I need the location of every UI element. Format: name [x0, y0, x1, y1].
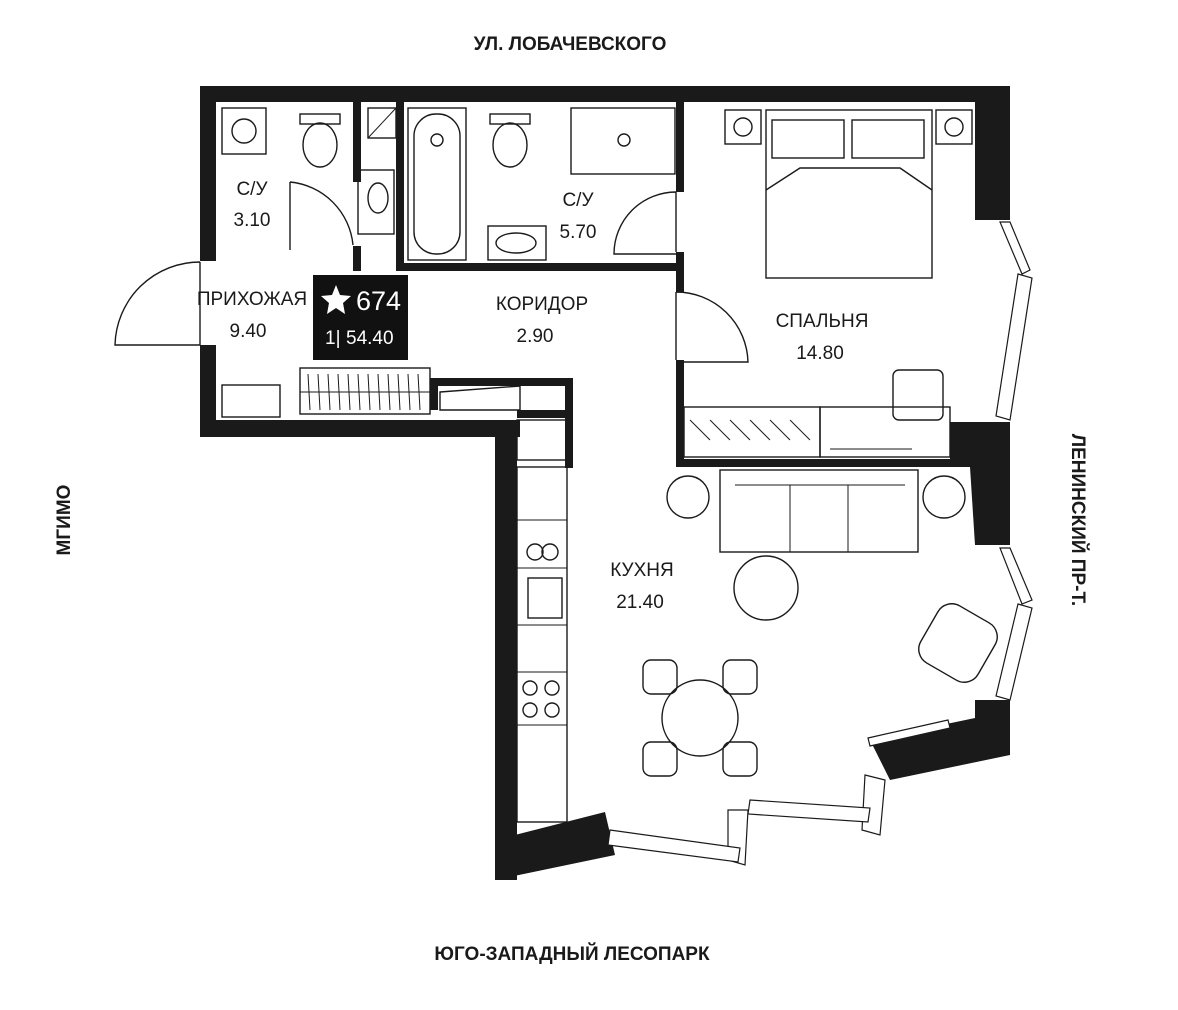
room-kitchen: КУХНЯ 21.40 — [610, 560, 673, 613]
doors — [114, 181, 749, 363]
badge-apartment-number: 674 — [356, 286, 401, 316]
room-bedroom: СПАЛЬНЯ 14.80 — [776, 311, 869, 364]
badge-background — [313, 275, 408, 360]
room-hall: ПРИХОЖАЯ 9.40 — [197, 289, 307, 342]
badge-total-area: 54.40 — [346, 328, 394, 349]
room-wc-large: С/У 5.70 — [560, 190, 597, 243]
bathroom-fixtures — [221, 107, 676, 261]
room-area-hall: 9.40 — [230, 321, 267, 342]
apartment-badge: 674 1| 54.40 — [313, 275, 408, 360]
kitchen-furniture — [516, 419, 998, 823]
street-label-top: УЛ. ЛОБАЧЕВСКОГО — [474, 34, 667, 55]
room-name-wc-large: С/У — [562, 190, 594, 211]
street-label-bottom: ЮГО-ЗАПАДНЫЙ ЛЕСОПАРК — [434, 943, 710, 965]
room-area-bedroom: 14.80 — [796, 343, 844, 364]
room-area-kitchen: 21.40 — [616, 592, 664, 613]
room-area-corridor: 2.90 — [517, 326, 554, 347]
exterior-walls — [200, 86, 1010, 880]
room-name-wc-small: С/У — [236, 179, 268, 200]
room-name-corridor: КОРИДОР — [496, 294, 588, 315]
hall-fixtures — [221, 367, 521, 418]
street-label-left: МГИМО — [54, 485, 75, 556]
bedroom-furniture — [683, 109, 973, 458]
room-area-wc-small: 3.10 — [234, 210, 271, 231]
street-label-right: ЛЕНИНСКИЙ ПР-Т. — [1067, 434, 1089, 606]
room-name-bedroom: СПАЛЬНЯ — [776, 311, 869, 332]
room-area-wc-large: 5.70 — [560, 222, 597, 243]
room-corridor: КОРИДОР 2.90 — [496, 294, 588, 347]
room-wc-small: С/У 3.10 — [234, 179, 271, 231]
star-icon — [321, 285, 351, 314]
room-name-kitchen: КУХНЯ — [610, 560, 673, 581]
interior-walls — [353, 102, 976, 468]
badge-rooms-count: 1| — [325, 328, 341, 349]
windows — [607, 221, 1033, 866]
room-name-hall: ПРИХОЖАЯ — [197, 289, 307, 310]
